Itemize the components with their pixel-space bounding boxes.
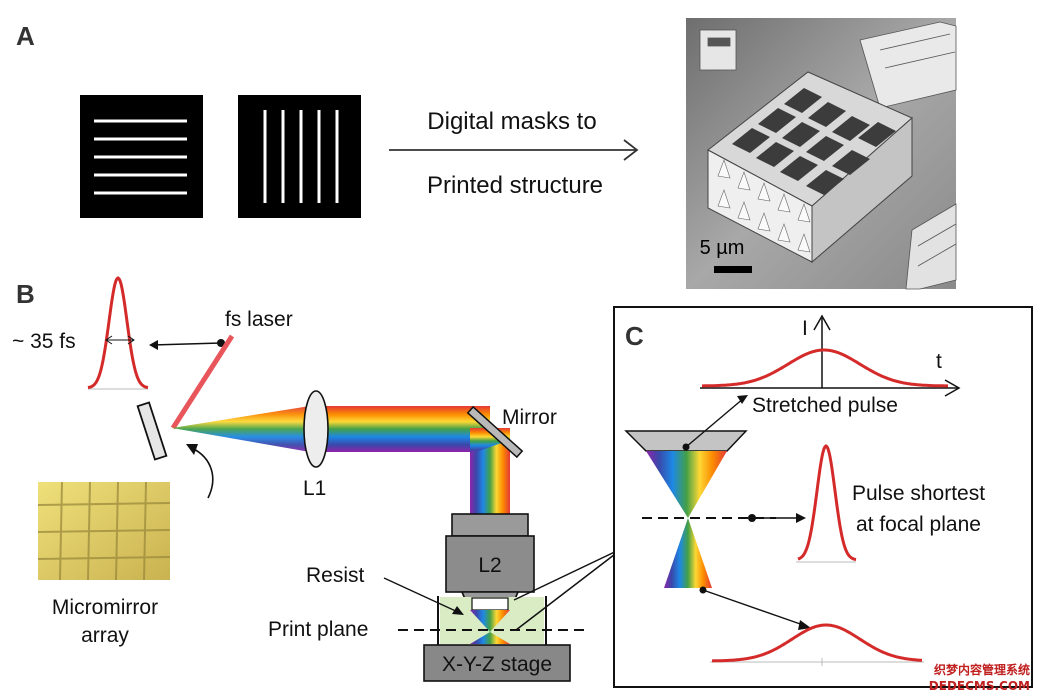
micromirror-array-image [37,481,171,581]
micromirror-device [136,401,168,461]
micromirror-label-line1: Micromirror [52,596,158,619]
xyz-stage [423,644,571,682]
focus-cone-upper [646,451,727,518]
pulse-axes [700,314,961,397]
watermark-line2: DEDECMS.COM [929,679,1030,693]
stretched-pointer-arrow [682,395,748,451]
panel-c-letter: C [625,321,644,351]
mask-horizontal-lines [80,95,203,218]
watermark: 织梦内容管理系统 DEDECMS.COM [929,662,1030,693]
mirror-label: Mirror [502,406,557,429]
diffracted-beam [172,406,310,452]
stretched-pulse-label: Stretched pulse [752,394,898,417]
collimated-beam [320,406,490,452]
laser-pointer-arrow [149,339,225,350]
mirror [466,405,524,459]
panel-a-letter: A [16,21,35,51]
sem-image: 5 µm [686,18,957,290]
resist-label: Resist [306,564,365,587]
input-pulse [87,276,149,390]
lower-pulse-curve [712,623,922,663]
pulse-width-label: ~ 35 fs [12,330,76,353]
stage-label: X-Y-Z stage [442,653,552,676]
stretched-pulse-curve [702,348,948,388]
arrow-label-line2: Printed structure [427,172,603,199]
watermark-line1: 织梦内容管理系统 [934,662,1030,677]
shortest-label-line1: Pulse shortest [852,482,985,505]
scale-bar [714,266,752,273]
axis-i-label: I [802,317,808,340]
resist-pointer-arrow [383,577,464,615]
mask-vertical-lines [238,95,361,218]
resist-bath [437,596,547,646]
sem-lattice [707,71,913,264]
lens-l1-label: L1 [303,477,326,500]
short-pulse-curve [797,444,857,562]
micromirror-pointer-arrow [186,444,214,499]
scale-bar-label: 5 µm [700,237,745,259]
lower-pointer-arrow [699,586,811,630]
fs-laser-label: fs laser [225,308,293,331]
focus-cone-lower [664,518,712,588]
focal-pointer-arrow [748,513,806,523]
lens-l2-label: L2 [478,554,501,577]
shortest-label-line2: at focal plane [856,513,981,536]
print-plane-label: Print plane [268,618,368,641]
lens-l1 [303,390,329,468]
arrow-label-line1: Digital masks to [427,108,596,135]
mask-to-structure-arrow [389,139,639,161]
micromirror-label-line2: array [81,624,129,647]
panel-b-letter: B [16,279,35,309]
axis-t-label: t [936,350,942,373]
laser-beam [170,334,235,430]
